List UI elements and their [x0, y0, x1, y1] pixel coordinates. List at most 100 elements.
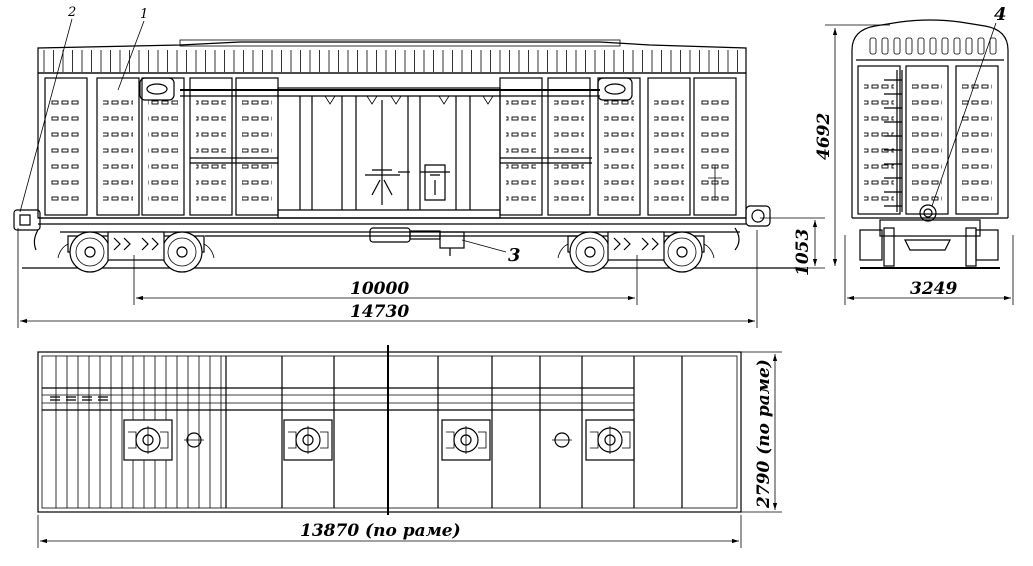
bogie-left	[57, 231, 215, 273]
side-bearing	[590, 426, 631, 454]
end-roof-rib	[977, 37, 985, 55]
callout-2: 2	[67, 5, 76, 20]
bogies	[57, 231, 715, 273]
hanger	[482, 95, 494, 105]
dim-frame-length: 13870 (по раме)	[300, 521, 461, 541]
panel-slats	[51, 100, 81, 210]
end-panel	[905, 65, 949, 215]
end-ladder-mark	[708, 165, 722, 200]
side-panel	[141, 77, 185, 216]
panel-slats	[242, 100, 272, 210]
dim-floor-height: 1053	[793, 229, 813, 276]
panel-slats	[654, 100, 684, 210]
panel-slats	[148, 100, 178, 210]
end-panel	[857, 65, 901, 215]
dim-car-height: 4692	[814, 113, 834, 160]
plan-bogie-unit	[441, 419, 491, 461]
side-bearing	[446, 426, 487, 454]
side-panel	[693, 77, 737, 216]
dim-frame-width: 2790 (по раме)	[754, 359, 774, 509]
hanger	[390, 95, 402, 105]
coupler-left	[13, 209, 41, 251]
roof	[37, 39, 747, 74]
end-panel	[955, 65, 999, 215]
side-panel	[235, 77, 279, 216]
callout-1: 1	[140, 7, 148, 22]
door-roller-right	[597, 77, 633, 101]
end-body-outline	[851, 19, 1009, 218]
side-panel	[96, 77, 140, 216]
door-roller-left	[139, 77, 175, 101]
wheel-hub	[84, 246, 96, 258]
end-roof-rib	[917, 37, 925, 55]
callout-3: 3	[508, 245, 521, 266]
coupler-right	[734, 205, 771, 251]
end-panel-slats	[912, 80, 942, 208]
bogie-right	[557, 231, 715, 273]
side-view: 2 1 3 10000 14730 1053	[13, 5, 825, 328]
dim-overall-length: 14730	[350, 302, 409, 322]
side-panel	[44, 77, 88, 216]
car-body	[37, 72, 747, 225]
part-callouts: 2 1 3	[19, 5, 521, 266]
side-panel	[597, 77, 641, 216]
end-roof-rib	[989, 37, 997, 55]
hanger	[324, 95, 336, 105]
side-panel	[189, 77, 233, 216]
end-roof-rib	[905, 37, 913, 55]
bogie-springs	[613, 237, 659, 251]
side-bearing	[128, 426, 169, 454]
end-coupler	[919, 204, 937, 222]
floor-markings	[50, 396, 108, 401]
callout-4: 4	[994, 4, 1007, 25]
dim-car-width: 3249	[910, 279, 957, 299]
side-panel	[547, 77, 591, 216]
end-roof-rib	[965, 37, 973, 55]
plan-bogie-unit	[283, 419, 333, 461]
end-panel-slats	[962, 80, 992, 208]
panel-slats	[103, 100, 133, 210]
brake-cylinder-gear	[420, 164, 450, 201]
roof-walkway	[179, 39, 621, 47]
end-roof-rib	[881, 37, 889, 55]
end-dimensions: 4692 3249	[814, 24, 1014, 305]
side-dimensions: 10000 14730 1053	[17, 217, 825, 328]
panel-slats	[506, 100, 536, 210]
end-roof-rib	[953, 37, 961, 55]
end-roof-rib	[869, 37, 877, 55]
door-opening	[277, 87, 501, 219]
air-distributor	[439, 231, 465, 249]
wheel-hub	[176, 246, 188, 258]
plan-view: 13870 (по раме) 2790 (по раме)	[37, 345, 782, 548]
panel-slats	[196, 100, 226, 210]
brake-shoe	[557, 243, 715, 259]
dim-bogie-base: 10000	[350, 279, 409, 299]
wheel-rim	[575, 237, 605, 267]
hand-brake-gear	[365, 100, 400, 205]
frame-outline	[37, 351, 742, 513]
wheel-hub	[584, 246, 596, 258]
panel-slats	[554, 100, 584, 210]
brake-cylinder	[369, 227, 411, 243]
plan-bogie-unit	[123, 419, 173, 461]
panel-slats	[604, 100, 634, 210]
end-view: 4 4692 3249	[814, 4, 1014, 305]
end-roof-rib	[893, 37, 901, 55]
wheel-rim	[667, 237, 697, 267]
hanger	[366, 95, 378, 105]
side-panel	[499, 77, 543, 216]
wheel-rim	[75, 237, 105, 267]
plan-dimensions: 13870 (по раме) 2790 (по раме)	[37, 351, 782, 548]
side-bearing	[288, 426, 329, 454]
bogie-springs	[113, 237, 159, 251]
end-roof-rib	[941, 37, 949, 55]
plan-bogie-unit	[585, 419, 635, 461]
end-panel-slats	[864, 80, 894, 208]
side-panel	[647, 77, 691, 216]
brake-shoe	[57, 243, 215, 259]
end-bogie	[859, 204, 1000, 269]
wheel-hub	[676, 246, 688, 258]
wheel-rim	[167, 237, 197, 267]
